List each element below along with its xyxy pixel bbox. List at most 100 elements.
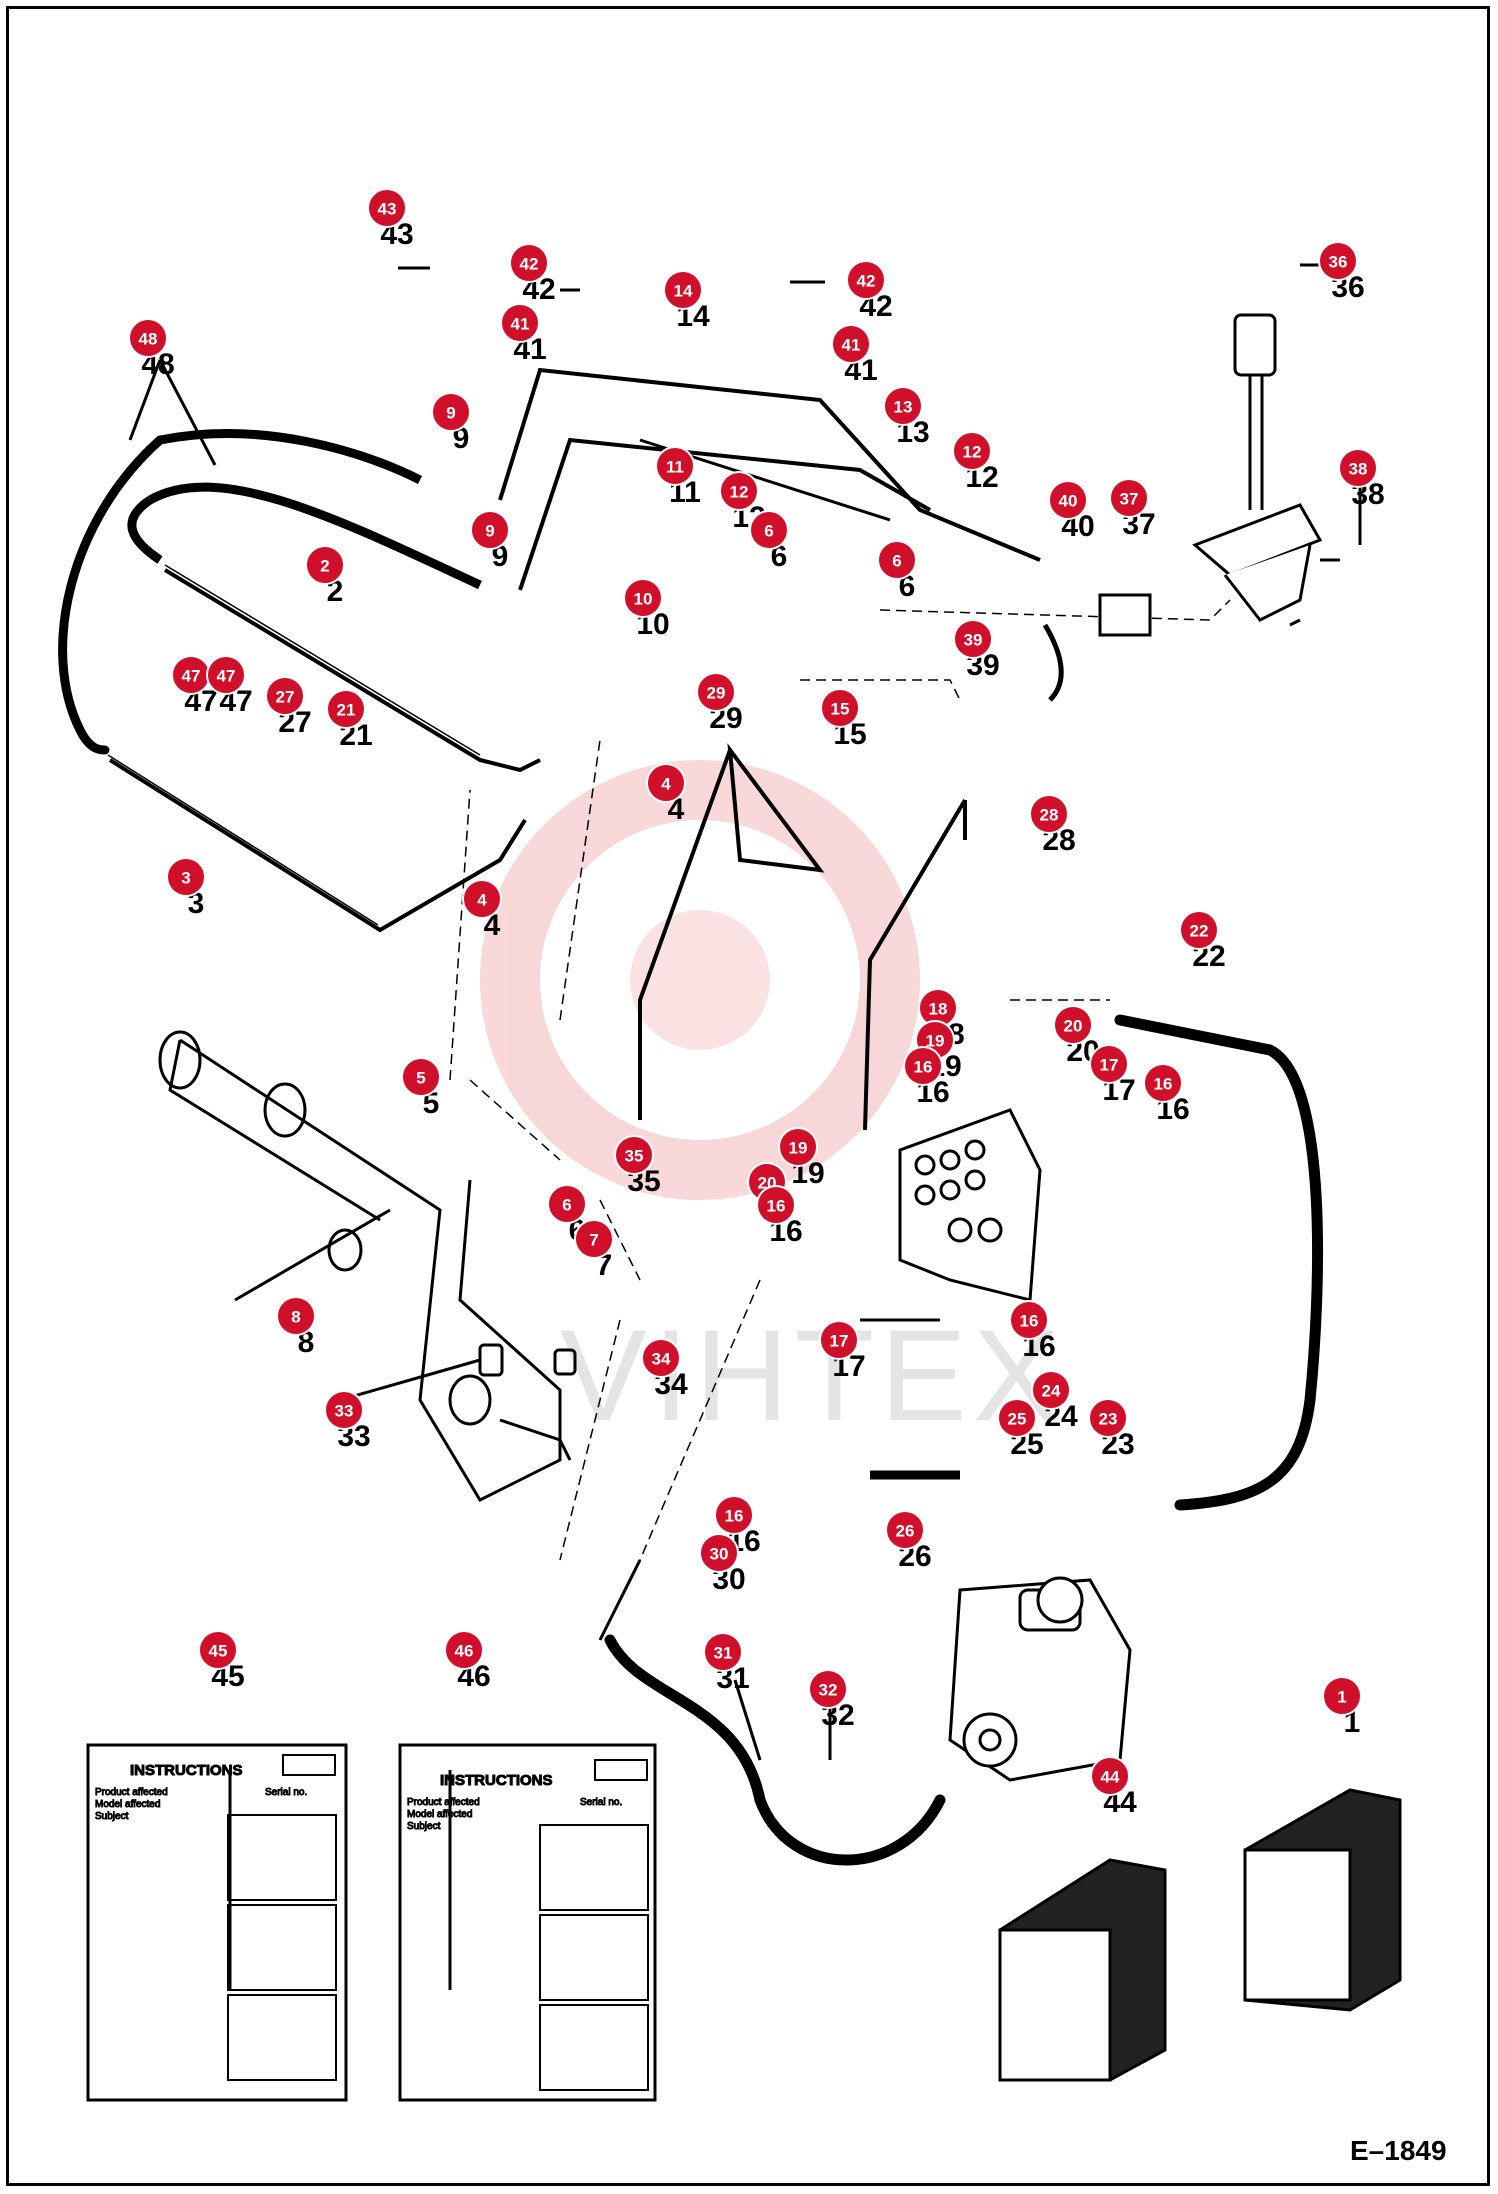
hose-48 [58,435,165,755]
callout-badge [500,303,540,343]
callout-badge [1143,1063,1183,1103]
tube-29 [727,743,825,873]
callout-badge [778,1127,818,1167]
tube-14 [498,367,1041,562]
callout-number: 16 [1020,1312,1039,1331]
callout-number: 13 [894,398,913,417]
callout-4: 44 [462,879,502,942]
callout-badge [820,688,860,728]
callout-badge [756,1185,796,1225]
sheet-46-line-1: Product affected [407,1797,480,1808]
callout-badge [401,1057,441,1097]
callout-number: 10 [634,590,653,609]
tube-28 [863,798,967,1131]
callout-number: 43 [378,200,397,219]
callout-badge [509,243,549,283]
callout-number: 47 [182,667,201,686]
callout-number: 39 [964,631,983,650]
sheet-45-title: INSTRUCTIONS [130,1762,243,1779]
callout-number: 42 [520,255,539,274]
callout-number: 30 [710,1545,729,1564]
callout-number: 28 [1040,806,1059,825]
callout-number: 21 [337,701,356,720]
joystick-assembly [1042,313,1323,702]
instruction-sheet-45: INSTRUCTIONS Product affected Model affe… [86,1743,348,2102]
callout-number: 12 [963,443,982,462]
callout-number: 14 [674,282,693,301]
callout-number: 35 [625,1147,644,1166]
callout-number: 16 [767,1197,786,1216]
callout-number: 22 [1190,922,1209,941]
callout-badge [714,1495,754,1535]
callout-badge [324,1390,364,1430]
callout-badge [883,386,923,426]
callout-6: 66 [877,540,917,603]
callout-number: 1 [1337,1688,1346,1707]
filter-box-44 [998,1858,1167,2082]
callout-badge [808,1669,848,1709]
callout-number: 24 [1042,1382,1061,1401]
callout-badge [1048,480,1088,520]
callout-badge [1089,1044,1129,1084]
callout-number: 38 [1349,460,1368,479]
callout-badge [1109,478,1149,518]
watermark: VIHTEX [480,760,1066,1448]
callout-number: 23 [1099,1410,1118,1429]
callout-badge [574,1219,614,1259]
instruction-sheet-46: INSTRUCTIONS Product affected Model affe… [398,1743,657,2102]
callout-number: 18 [929,1000,948,1019]
callout-badge [547,1184,587,1224]
callout-number: 4 [477,891,487,910]
callout-badge [1322,1676,1362,1716]
callout-number: 25 [1008,1410,1027,1429]
callout-number: 7 [589,1231,598,1250]
callout-9: 99 [470,510,510,573]
callout-number: 5 [416,1069,425,1088]
callout-number: 17 [830,1332,849,1351]
callout-badge [997,1398,1037,1438]
callout-4: 44 [646,763,686,826]
callout-badge [623,578,663,618]
callout-number: 3 [181,869,190,888]
lift-arm [158,1030,577,1502]
callout-number: 32 [819,1681,838,1700]
callout-number: 40 [1059,492,1078,511]
callout-number: 16 [1154,1075,1173,1094]
callout-badge [719,471,759,511]
callout-badge [1031,1370,1071,1410]
callout-7: 77 [574,1219,614,1282]
callout-badge [431,392,471,432]
callout-number: 17 [1100,1056,1119,1075]
callout-6: 66 [749,510,789,573]
callout-number: 4 [661,775,671,794]
sheet-46-line-3: Subject [407,1821,441,1832]
watermark-text: VIHTEX [560,1302,1066,1448]
callout-badge [749,510,789,550]
callout-badge [276,1296,316,1336]
callout-badge [1179,910,1219,950]
sheet-45-serial: Serial no. [265,1787,307,1798]
callout-badge [128,318,168,358]
